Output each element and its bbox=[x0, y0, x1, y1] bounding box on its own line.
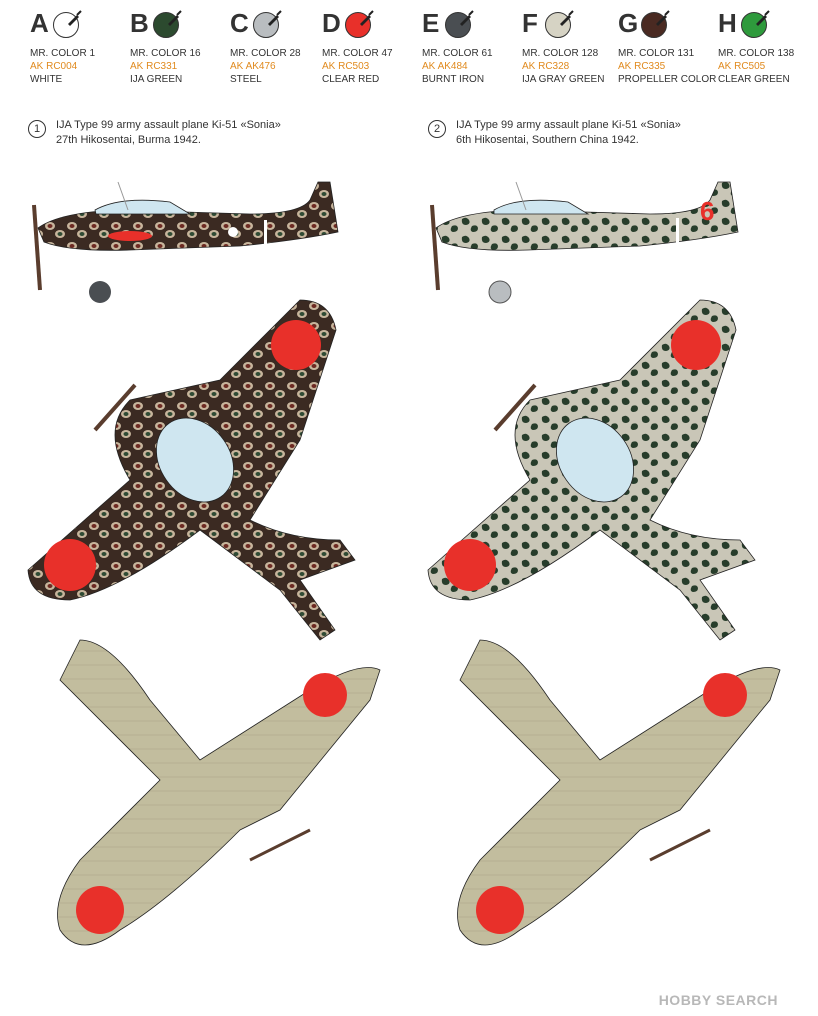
swatch-letter: A bbox=[30, 8, 49, 38]
paint-dot-icon bbox=[53, 12, 79, 38]
paint-dot-icon bbox=[545, 12, 571, 38]
color-name: IJA GREEN bbox=[130, 74, 183, 85]
brush-icon bbox=[68, 10, 82, 26]
paint-dot-icon bbox=[153, 12, 179, 38]
bottom-view-scheme-2 bbox=[457, 639, 781, 946]
watermark: HOBBY SEARCH bbox=[658, 992, 778, 1008]
bottom-view-scheme-1 bbox=[57, 639, 381, 946]
color-name: PROPELLER COLOR bbox=[618, 74, 717, 85]
brush-icon bbox=[560, 10, 574, 26]
color-name: IJA GRAY GREEN bbox=[522, 74, 605, 85]
paint-dot-icon bbox=[253, 12, 279, 38]
swatch-letter: C bbox=[230, 8, 249, 38]
top-view-scheme-2 bbox=[427, 299, 756, 641]
ak-color-code: AK AK476 bbox=[230, 61, 276, 72]
color-name: STEEL bbox=[230, 74, 262, 85]
brush-icon bbox=[168, 10, 182, 26]
color-name: WHITE bbox=[30, 74, 63, 85]
swatch-letter: D bbox=[322, 8, 341, 38]
scheme-number: 1 bbox=[28, 120, 46, 138]
brush-icon bbox=[656, 10, 670, 26]
aircraft-artwork: 6 bbox=[27, 181, 781, 946]
brush-icon bbox=[460, 10, 474, 26]
ak-color-code: AK RC004 bbox=[30, 61, 78, 72]
color-name: CLEAR RED bbox=[322, 74, 380, 85]
swatch-letter: G bbox=[618, 8, 639, 38]
mr-color-code: MR. COLOR 138 bbox=[718, 48, 795, 59]
scheme-title: IJA Type 99 army assault plane Ki-51 «So… bbox=[456, 119, 681, 131]
mr-color-code: MR. COLOR 28 bbox=[230, 48, 301, 59]
swatch-letter: F bbox=[522, 8, 538, 38]
brush-icon bbox=[756, 10, 770, 26]
side-view-scheme-2: 6 bbox=[430, 181, 739, 304]
paint-dot-icon bbox=[345, 12, 371, 38]
swatch-letter: E bbox=[422, 8, 440, 38]
brush-icon bbox=[268, 10, 282, 26]
ak-color-code: AK RC503 bbox=[322, 61, 370, 72]
mr-color-code: MR. COLOR 61 bbox=[422, 48, 493, 59]
mr-color-code: MR. COLOR 128 bbox=[522, 48, 599, 59]
brush-icon bbox=[360, 10, 374, 26]
ak-color-code: AK RC335 bbox=[618, 61, 666, 72]
mr-color-code: MR. COLOR 131 bbox=[618, 48, 695, 59]
scheme-unit: 6th Hikosentai, Southern China 1942. bbox=[456, 134, 639, 146]
side-view-scheme-1 bbox=[32, 181, 339, 303]
scheme-number: 2 bbox=[428, 120, 446, 138]
ak-color-code: AK AK484 bbox=[422, 61, 468, 72]
scheme-unit: 27th Hikosentai, Burma 1942. bbox=[56, 134, 201, 146]
top-view-scheme-1 bbox=[27, 299, 356, 641]
ak-color-code: AK RC331 bbox=[130, 61, 178, 72]
paint-dot-icon bbox=[641, 12, 667, 38]
color-name: CLEAR GREEN bbox=[718, 74, 790, 85]
mr-color-code: MR. COLOR 1 bbox=[30, 48, 96, 59]
swatch-letter: H bbox=[718, 8, 737, 38]
swatch-letter: B bbox=[130, 8, 149, 38]
scheme-title: IJA Type 99 army assault plane Ki-51 «So… bbox=[56, 119, 281, 131]
mr-color-code: MR. COLOR 47 bbox=[322, 48, 393, 59]
color-name: BURNT IRON bbox=[422, 74, 485, 85]
ak-color-code: AK RC505 bbox=[718, 61, 766, 72]
svg-text:6: 6 bbox=[700, 196, 714, 226]
paint-dot-icon bbox=[741, 12, 767, 38]
paint-dot-icon bbox=[445, 12, 471, 38]
ak-color-code: AK RC328 bbox=[522, 61, 570, 72]
mr-color-code: MR. COLOR 16 bbox=[130, 48, 201, 59]
